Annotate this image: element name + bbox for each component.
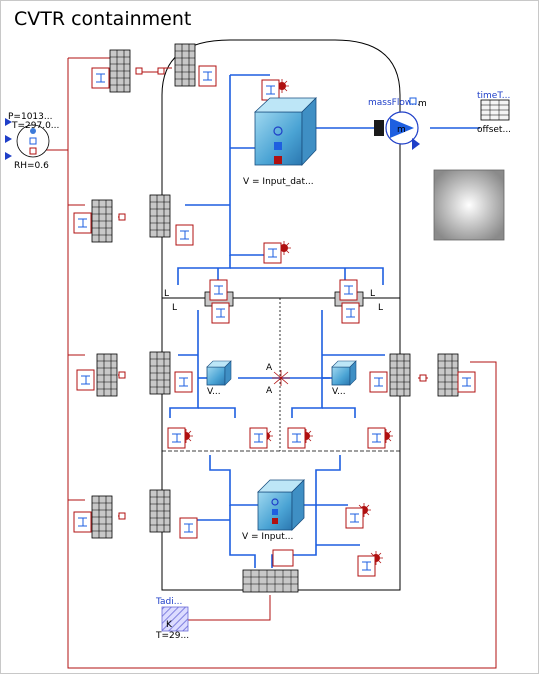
tadi-fixed-temperature: Tadi... K T=29...: [155, 597, 189, 641]
mass-flow-source: massFlow... m m: [368, 97, 427, 150]
time-table: timeT... offset...: [477, 91, 511, 135]
outer-wall-middle: [76, 351, 193, 397]
right-small-volume: V...: [331, 360, 357, 397]
svg-text:L: L: [378, 303, 383, 313]
lower-volume: V = Input...: [242, 479, 305, 542]
ambient-block: [433, 169, 505, 241]
outer-wall-right: [369, 353, 476, 397]
floor-connector-right: L L: [334, 279, 383, 324]
time-table-name: timeT...: [477, 91, 510, 101]
outer-wall-top: [91, 43, 217, 93]
svg-text:L: L: [370, 289, 375, 299]
left-small-volume: V...: [206, 360, 232, 397]
main-volume-label: V = Input_dat...: [243, 177, 314, 187]
svg-text:L: L: [172, 303, 177, 313]
main-volume: V = Input_dat...: [243, 97, 317, 187]
containment-outline: [161, 39, 401, 591]
lower-volume-label: V = Input...: [242, 532, 293, 542]
fluid-network: [169, 74, 480, 568]
left-small-volume-label: V...: [207, 387, 221, 397]
boundary-rh-label: RH=0.6: [14, 161, 49, 171]
right-small-volume-label: V...: [332, 387, 346, 397]
junction-a-bottom: A: [266, 386, 273, 396]
outer-wall-lower: [73, 489, 198, 539]
center-junction: A A: [266, 363, 290, 396]
time-table-offset: offset...: [477, 125, 511, 135]
svg-text:L: L: [164, 289, 169, 299]
boundary-source: P=1013... T=297.0... RH=0.6: [5, 112, 59, 171]
boundary-p-label: P=1013...: [8, 112, 52, 122]
diagram-title: CVTR containment: [14, 8, 192, 30]
mass-flow-label: massFlow...: [368, 98, 420, 108]
outer-wall-upper: [73, 194, 194, 246]
floor-wall-bottom: [242, 549, 299, 593]
floor-connector-left: L L: [164, 279, 234, 324]
tadi-t-label: T=29...: [155, 631, 189, 641]
mass-flow-symbol: m: [397, 125, 406, 135]
tadi-k-label: K: [166, 620, 173, 630]
tadi-name: Tadi...: [155, 597, 182, 607]
mass-flow-port-label: m: [418, 99, 427, 109]
junction-a-top: A: [266, 363, 273, 373]
boundary-t-label: T=297.0...: [11, 121, 59, 131]
